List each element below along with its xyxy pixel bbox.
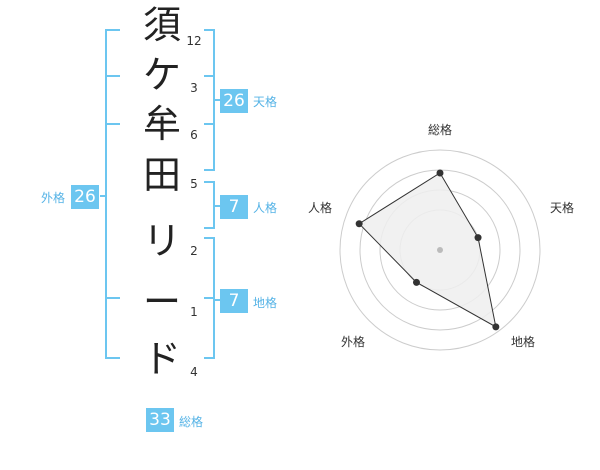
soukaku-label: 総格 <box>179 415 204 429</box>
stroke-count-7: 4 <box>190 365 198 379</box>
name-char-7: ド <box>142 337 181 381</box>
radar-axis-label-tenkaku: 天格 <box>550 201 575 215</box>
radar-point-4 <box>412 278 420 286</box>
name-char-4: 田 <box>142 153 181 197</box>
name-char-6: ー <box>142 280 181 324</box>
stroke-count-3: 6 <box>190 128 198 142</box>
stroke-count-6: 1 <box>190 305 198 319</box>
name-char-2: ケ <box>142 53 181 97</box>
radar-point-1 <box>436 169 444 177</box>
radar-axis-label-soukaku: 総格 <box>428 123 453 137</box>
stroke-count-1: 12 <box>186 34 202 48</box>
stroke-count-4: 5 <box>190 177 198 191</box>
radar-score-polygon <box>358 172 497 328</box>
radar-axis-label-gaikaku: 外格 <box>341 335 366 349</box>
tenkaku-label: 天格 <box>253 95 278 109</box>
name-char-5: リ <box>142 219 181 263</box>
stroke-count-5: 2 <box>190 244 198 258</box>
name-char-1: 須 <box>142 3 181 47</box>
jinkaku-label: 人格 <box>253 201 278 215</box>
chikaku-value: 7 <box>220 289 248 313</box>
gaikaku-label: 外格 <box>41 191 66 205</box>
tenkaku-value: 26 <box>220 89 248 113</box>
radar-center-dot <box>437 247 443 253</box>
radar-axis-label-jinkaku: 人格 <box>308 201 333 215</box>
radar-point-3 <box>492 323 500 331</box>
stroke-count-2: 3 <box>190 81 198 95</box>
radar-point-5 <box>355 220 363 228</box>
radar-point-2 <box>474 234 482 242</box>
radar-ring-1 <box>339 149 541 351</box>
gaikaku-bracket <box>105 29 120 359</box>
radar-axis-label-chikaku: 地格 <box>511 335 536 349</box>
chikaku-label: 地格 <box>253 296 278 310</box>
name-char-3: 牟 <box>142 102 181 146</box>
jinkaku-value: 7 <box>220 195 248 219</box>
gaikaku-value: 26 <box>71 185 99 209</box>
soukaku-value: 33 <box>146 408 174 432</box>
